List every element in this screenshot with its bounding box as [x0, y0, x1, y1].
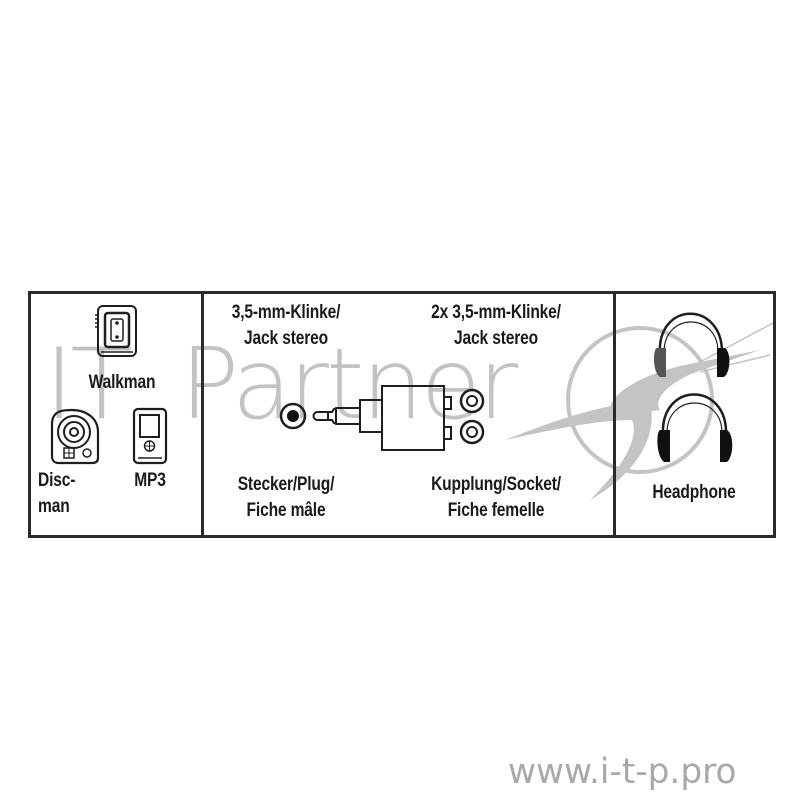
splitter-body-icon: [381, 385, 452, 451]
socket-type-line2: Fiche femelle: [447, 500, 545, 521]
discman-label-line2: man: [38, 496, 70, 517]
headphone-label: Headphone: [652, 482, 736, 503]
double-socket-icon: [459, 388, 485, 445]
plug-spec-line1: 3,5-mm-Klinke/: [231, 302, 341, 323]
divider-left: [201, 294, 204, 535]
walkman-icon: [95, 305, 137, 357]
discman-label-line1: Disc-: [38, 470, 76, 491]
socket-spec-label: 2x 3,5-mm-Klinke/ Jack stereo: [406, 300, 586, 352]
mp3-player-icon: [132, 407, 168, 465]
divider-right: [613, 294, 616, 535]
plug-type-line2: Fiche mâle: [246, 500, 326, 521]
headphone-icon: [653, 312, 730, 377]
plug-spec-line2: Jack stereo: [244, 328, 328, 349]
watermark-url: www.i-t-p.pro: [508, 752, 737, 792]
plug-spec-label: 3,5-mm-Klinke/ Jack stereo: [204, 300, 368, 352]
headphone-icon: [657, 393, 733, 462]
socket-type-label: Kupplung/Socket/ Fiche femelle: [406, 472, 586, 524]
plug-type-line1: Stecker/Plug/: [237, 474, 335, 495]
walkman-label: Walkman: [88, 372, 156, 393]
discman-icon: [50, 408, 100, 465]
jack-plug-icon: [312, 399, 383, 433]
diagram-frame: [28, 291, 776, 538]
socket-spec-line2: Jack stereo: [454, 328, 538, 349]
socket-spec-line1: 2x 3,5-mm-Klinke/: [431, 302, 561, 323]
jack-socket-icon: [279, 402, 307, 430]
plug-type-label: Stecker/Plug/ Fiche mâle: [204, 472, 368, 524]
discman-label: Disc- man: [38, 468, 94, 520]
mp3-label: MP3: [134, 470, 166, 491]
socket-type-line1: Kupplung/Socket/: [431, 474, 561, 495]
